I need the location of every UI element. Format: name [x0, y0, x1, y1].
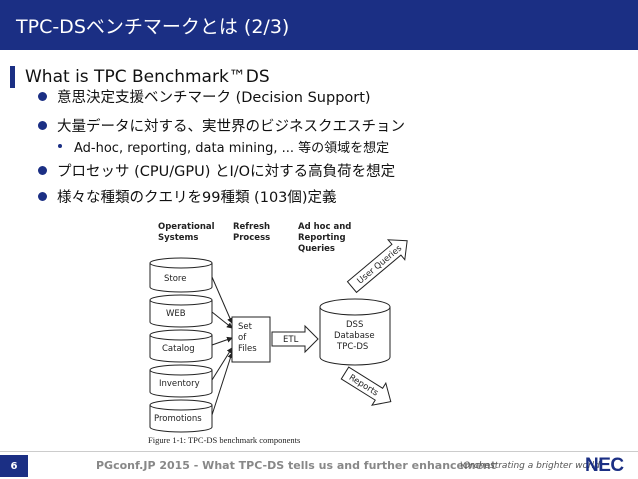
system-label: Inventory: [159, 379, 200, 389]
title-bar: TPC-DSベンチマークとは (2/3): [0, 0, 638, 50]
system-inventory: Inventory: [149, 364, 213, 398]
bullet-dot-icon: [38, 120, 47, 130]
header-queries: Queries: [298, 244, 335, 254]
etl-arrow: ETL: [271, 324, 319, 354]
sub-bullet-text: Ad-hoc, reporting, data mining, ... 等の領域…: [74, 140, 390, 156]
files-label: of: [238, 333, 247, 343]
header-reporting: Reporting: [298, 233, 346, 243]
footer-tagline: \Orchestrating a brighter world: [460, 461, 600, 471]
section-heading: What is TPC Benchmark™DS: [10, 65, 270, 89]
header-refresh: Refresh: [233, 222, 270, 232]
bullet-item: 意思決定支援ベンチマーク (Decision Support): [38, 85, 371, 107]
user-queries-label: User Queries: [356, 243, 405, 286]
files-label: Files: [238, 344, 257, 354]
nec-logo: NEC: [585, 455, 624, 476]
bullet-dot-icon: [38, 91, 47, 101]
dss-database: DSS Database TPC-DS: [319, 298, 391, 366]
heading-accent-bar: [10, 66, 15, 88]
heading-text: What is TPC Benchmark™DS: [25, 67, 270, 87]
db-label: Database: [334, 331, 375, 341]
bullet-item: 様々な種類のクエリを99種類 (103個)定義: [38, 185, 337, 207]
system-label: Store: [164, 274, 186, 284]
tpcds-components-figure: Operational Systems Refresh Process Ad h…: [148, 222, 408, 445]
db-label: TPC-DS: [336, 342, 368, 352]
bullet-dot-icon: [38, 191, 47, 201]
footer-divider: [0, 451, 638, 452]
system-store: Store: [149, 257, 213, 293]
bullet-item: 大量データに対する、実世界のビジネスクエスチョン: [38, 114, 405, 136]
set-of-files-box: Set of Files: [231, 316, 271, 363]
bullet-text: 様々な種類のクエリを99種類 (103個)定義: [57, 189, 337, 206]
sub-bullet-dot-icon: [58, 144, 62, 148]
header-operational: Operational: [158, 222, 215, 232]
header-systems: Systems: [158, 233, 198, 243]
db-label: DSS: [346, 320, 363, 330]
system-catalog: Catalog: [149, 329, 213, 363]
system-label: WEB: [166, 309, 186, 319]
files-label: Set: [238, 322, 253, 332]
bullet-item: プロセッサ (CPU/GPU) とI/Oに対する高負荷を想定: [38, 159, 395, 181]
etl-label: ETL: [283, 335, 299, 345]
sub-bullet-item: Ad-hoc, reporting, data mining, ... 等の領域…: [58, 136, 389, 156]
bullet-text: 大量データに対する、実世界のビジネスクエスチョン: [57, 118, 405, 135]
bullet-text: プロセッサ (CPU/GPU) とI/Oに対する高負荷を想定: [57, 163, 396, 180]
system-promotions: Promotions: [149, 399, 213, 433]
user-queries-arrow: User Queries: [346, 239, 408, 294]
bullet-text: 意思決定支援ベンチマーク (Decision Support): [57, 89, 371, 106]
bullet-dot-icon: [38, 165, 47, 175]
slide-title: TPC-DSベンチマークとは (2/3): [16, 16, 290, 38]
system-label: Catalog: [162, 344, 195, 354]
system-to-files-arrows: [211, 276, 234, 416]
figure-caption: Figure 1-1: TPC-DS benchmark components: [148, 435, 300, 445]
system-label: Promotions: [154, 414, 202, 424]
header-process: Process: [233, 233, 270, 243]
system-web: WEB: [149, 294, 213, 328]
footer-text: PGconf.JP 2015 - What TPC-DS tells us an…: [96, 459, 497, 472]
header-adhoc: Ad hoc and: [298, 222, 351, 232]
page-number: 6: [0, 455, 28, 477]
reports-arrow: Reports: [340, 366, 392, 406]
